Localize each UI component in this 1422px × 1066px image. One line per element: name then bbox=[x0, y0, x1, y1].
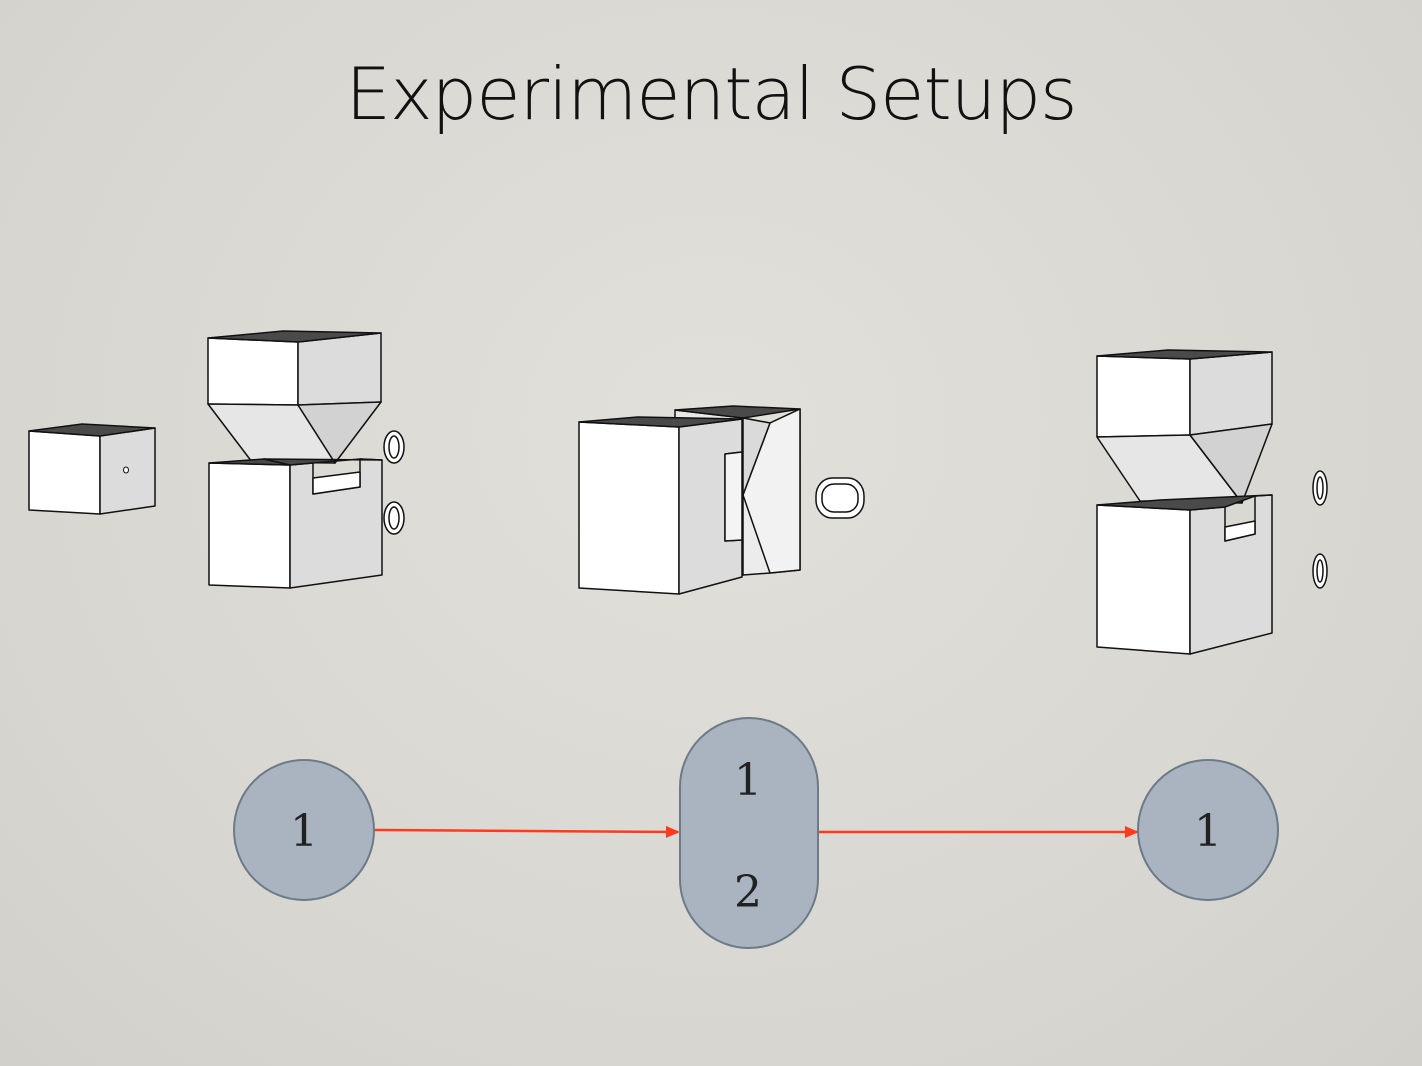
aperture-ring-4 bbox=[1312, 553, 1328, 589]
node-end: 1 bbox=[1137, 759, 1279, 901]
node-start-label: 1 bbox=[290, 806, 318, 857]
node-end-label: 1 bbox=[1194, 806, 1222, 857]
lower-block bbox=[208, 458, 383, 589]
source-hole bbox=[123, 466, 129, 474]
aperture-ring-3 bbox=[1312, 470, 1328, 506]
upper-block-3 bbox=[1096, 349, 1273, 504]
aperture-slot bbox=[815, 477, 865, 519]
node-middle-label-bottom: 2 bbox=[734, 867, 762, 918]
node-middle-label-top: 1 bbox=[734, 755, 762, 806]
node-start: 1 bbox=[233, 759, 375, 901]
lower-block-3 bbox=[1096, 494, 1273, 655]
front-block bbox=[578, 416, 743, 595]
setup-1 bbox=[28, 330, 405, 589]
upper-block bbox=[207, 330, 382, 464]
source-cube bbox=[28, 423, 156, 515]
setup-2 bbox=[578, 405, 865, 595]
aperture-ring-2 bbox=[383, 501, 405, 535]
node-middle: 1 2 bbox=[679, 717, 819, 949]
slide-title: Experimental Setups bbox=[345, 52, 1077, 136]
arrow-1 bbox=[373, 825, 680, 838]
aperture-ring-1 bbox=[383, 430, 405, 464]
setup-3 bbox=[1096, 349, 1328, 655]
flow-diagram: 1 1 2 1 bbox=[233, 717, 1279, 949]
